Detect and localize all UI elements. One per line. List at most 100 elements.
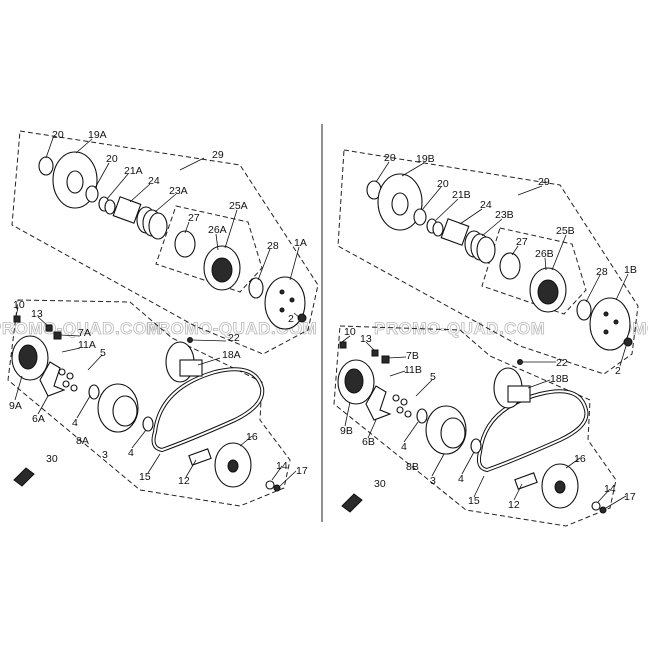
watermark-1: PROMO-QUAD.COM xyxy=(0,319,161,338)
label-14: 14 xyxy=(276,460,288,472)
label-17: 17 xyxy=(296,465,308,477)
leaders xyxy=(14,137,301,487)
label-27: 27 xyxy=(516,236,528,248)
label-23: 23B xyxy=(495,209,514,221)
seal-20b xyxy=(85,185,99,203)
washer-4a xyxy=(88,384,100,400)
label-1: 1A xyxy=(294,237,307,249)
label-30: 30 xyxy=(374,478,386,490)
label-4a: 4 xyxy=(401,441,407,453)
pin-22 xyxy=(187,337,193,343)
washer-4b xyxy=(470,438,482,454)
label-15: 15 xyxy=(139,471,151,483)
roller-5a xyxy=(58,368,66,376)
label-18: 18B xyxy=(550,373,569,385)
label-3: 3 xyxy=(430,475,436,487)
housing-1 xyxy=(589,297,631,351)
washer-14 xyxy=(591,501,601,511)
watermark-3: PROMO-QUAD.COM xyxy=(374,319,545,338)
label-4a: 4 xyxy=(72,417,78,429)
label-20b: 20 xyxy=(106,153,118,165)
label-4b: 4 xyxy=(128,447,134,459)
label-10: 10 xyxy=(13,299,25,311)
label-16: 16 xyxy=(574,453,586,465)
bolt-10 xyxy=(339,341,347,349)
label-23: 23A xyxy=(169,185,188,197)
label-24: 24 xyxy=(480,199,492,211)
roller-5a xyxy=(392,394,400,402)
label-7: 7A xyxy=(78,327,91,339)
label-25: 25A xyxy=(229,200,248,212)
label-10: 10 xyxy=(344,326,356,338)
leaders xyxy=(341,161,629,509)
label-4b: 4 xyxy=(458,473,464,485)
label-20b: 20 xyxy=(437,178,449,190)
outline-lower-assembly xyxy=(7,299,291,507)
bolt-13 xyxy=(45,324,53,332)
washer-4a xyxy=(416,408,428,424)
outline-sub-assembly xyxy=(155,205,263,293)
bolt-13 xyxy=(371,349,379,357)
label-26: 26B xyxy=(535,248,554,260)
nut-2 xyxy=(623,337,633,347)
label-28: 28 xyxy=(267,240,279,252)
outline-upper-assembly xyxy=(337,149,639,375)
label-7: 7B xyxy=(406,350,419,362)
label-19: 19B xyxy=(416,153,435,165)
pin-22 xyxy=(517,359,523,365)
spacer-12 xyxy=(514,472,538,490)
nut-17 xyxy=(599,506,607,514)
nut-7 xyxy=(53,331,62,340)
label-11: 11B xyxy=(404,364,422,376)
panel-left: 20 19A 20 21A 24 23A 29 25A 27 26A 28 1A… xyxy=(7,129,319,507)
label-13: 13 xyxy=(31,308,43,320)
label-6: 6A xyxy=(32,413,45,425)
spring-23 xyxy=(136,206,168,240)
label-21: 21A xyxy=(124,165,143,177)
washer-4b xyxy=(142,416,154,432)
label-15: 15 xyxy=(468,495,480,507)
label-8: 8A xyxy=(76,435,89,447)
washer-28 xyxy=(576,299,592,321)
collar-24 xyxy=(112,196,142,224)
label-5: 5 xyxy=(430,371,436,383)
spring-23 xyxy=(464,230,496,264)
label-14: 14 xyxy=(604,483,616,495)
spacer-12 xyxy=(188,448,212,466)
label-13: 13 xyxy=(360,333,372,345)
outline-lower-assembly xyxy=(333,325,617,527)
nut-17 xyxy=(273,484,281,492)
label-11: 11A xyxy=(78,339,96,351)
label-2: 2 xyxy=(615,365,621,377)
housing-1 xyxy=(264,276,306,330)
label-16: 16 xyxy=(246,431,258,443)
label-2: 2 xyxy=(288,313,294,325)
label-20a: 20 xyxy=(52,129,64,141)
label-26: 26A xyxy=(208,224,227,236)
part-labels: 20 19B 20 21B 24 23B 29 25B 27 26B 28 1B… xyxy=(340,152,637,511)
label-27: 27 xyxy=(188,212,200,224)
outline-sub-assembly xyxy=(481,227,587,315)
arrow-icon xyxy=(13,467,35,487)
watermark-row: PROMO-QUAD.COM PROMO-QUAD.COM PROMO-QUAD… xyxy=(0,319,648,339)
plate-27 xyxy=(499,252,521,280)
seal-20a xyxy=(38,156,54,176)
collar-24 xyxy=(440,218,470,246)
plate-27 xyxy=(174,230,196,258)
label-9: 9B xyxy=(340,425,353,437)
arrow-icon xyxy=(341,493,363,513)
label-12: 12 xyxy=(508,499,520,511)
label-29: 29 xyxy=(538,176,550,188)
seal-20b xyxy=(413,208,427,226)
label-17: 17 xyxy=(624,491,636,503)
nut-7 xyxy=(381,355,390,364)
label-21: 21B xyxy=(452,189,471,201)
panel-right: 20 19B 20 21B 24 23B 29 25B 27 26B 28 1B… xyxy=(333,149,639,527)
label-30: 30 xyxy=(46,453,58,465)
label-8: 8B xyxy=(406,461,419,473)
ramp-plate-6 xyxy=(365,385,392,421)
label-18: 18A xyxy=(222,349,241,361)
label-22: 22 xyxy=(556,357,568,369)
label-1: 1B xyxy=(624,264,637,276)
